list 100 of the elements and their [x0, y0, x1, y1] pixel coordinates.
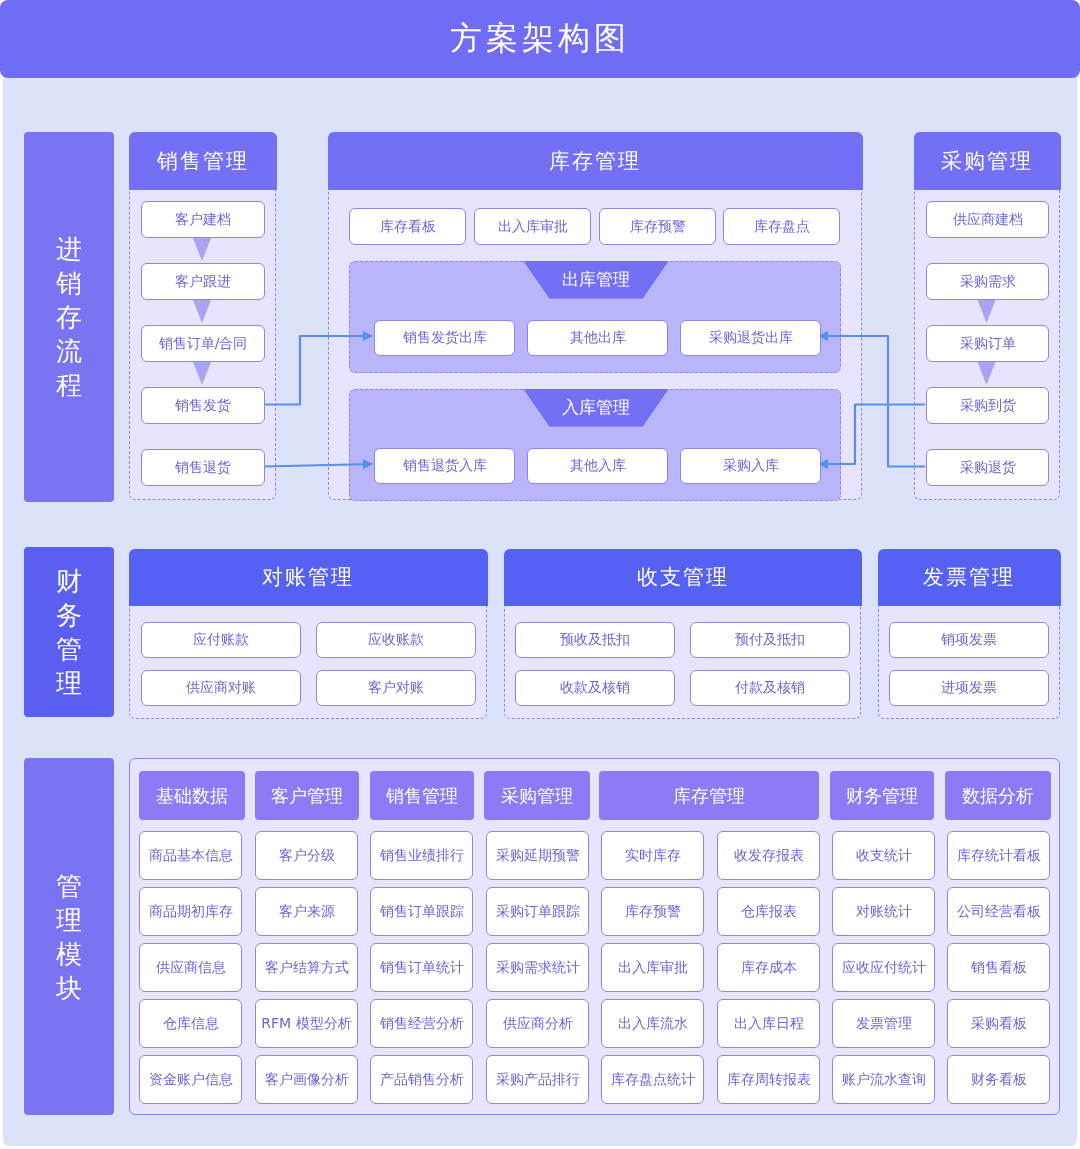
category-tab: 库存管理 [599, 771, 819, 820]
chevron-arrow [193, 238, 211, 261]
item-box: 库存成本 [717, 943, 820, 992]
item-box: 客户结算方式 [255, 943, 358, 992]
arrow [818, 403, 925, 469]
item-box: 库存预警 [601, 887, 704, 936]
item-box: 库存盘点 [723, 208, 840, 245]
item-box: 应收账款 [316, 622, 476, 658]
chevron-arrow [977, 362, 996, 385]
item-box: 销售业绩排行 [370, 831, 473, 880]
item-box: 客户跟进 [141, 263, 265, 300]
item-box: 预收及抵扣 [515, 622, 675, 658]
category-tab: 采购管理 [484, 771, 590, 820]
item-box: 商品基本信息 [139, 831, 242, 880]
item-box: 产品销售分析 [370, 1055, 473, 1104]
band-label: 财务管理 [55, 565, 83, 700]
category-tab: 销售管理 [370, 771, 474, 820]
title-banner: 方案架构图 [0, 0, 1080, 78]
panel-header: 发票管理 [877, 548, 1061, 606]
item-box: RFM 模型分析 [255, 999, 358, 1048]
item-box: 客户对账 [316, 670, 476, 706]
chevron-arrow [193, 362, 211, 385]
arrow [264, 331, 373, 406]
item-box: 供应商分析 [486, 999, 589, 1048]
side-label-band [24, 132, 114, 502]
panel-header: 销售管理 [128, 131, 277, 190]
trapezoid-header: 入库管理 [523, 388, 669, 427]
item-box: 销售经营分析 [370, 999, 473, 1048]
panel-header: 采购管理 [913, 131, 1061, 190]
item-box: 出入库审批 [601, 943, 704, 992]
panel-header: 库存管理 [327, 131, 863, 190]
trapezoid-header: 出库管理 [523, 260, 669, 299]
item-box: 客户来源 [255, 887, 358, 936]
item-box: 采购延期预警 [486, 831, 589, 880]
item-box: 应收应付统计 [832, 943, 935, 992]
item-box: 采购看板 [947, 999, 1050, 1048]
item-box: 销售订单统计 [370, 943, 473, 992]
item-box: 仓库报表 [717, 887, 820, 936]
item-box: 供应商建档 [926, 201, 1049, 238]
item-box: 销售发货 [141, 387, 265, 424]
item-box: 采购退货出库 [680, 320, 821, 356]
dashed-panel [504, 549, 861, 719]
panel-header: 对账管理 [128, 548, 488, 606]
item-box: 销售订单跟踪 [370, 887, 473, 936]
side-label-band [24, 547, 114, 717]
item-box: 采购到货 [926, 387, 1049, 424]
module-panel [129, 758, 1060, 1115]
item-box: 采购产品排行 [486, 1055, 589, 1104]
item-box: 销售发货出库 [374, 320, 515, 356]
dashed-panel [328, 132, 862, 500]
item-box: 实时库存 [601, 831, 704, 880]
item-box: 发票管理 [832, 999, 935, 1048]
item-box: 资金账户信息 [139, 1055, 242, 1104]
item-box: 销售订单/合同 [141, 325, 265, 362]
arrow [263, 459, 373, 470]
item-box: 库存周转报表 [717, 1055, 820, 1104]
panel-header: 收支管理 [503, 548, 862, 606]
item-box: 库存预警 [599, 208, 716, 245]
item-box: 进项发票 [889, 670, 1049, 706]
item-box: 供应商对账 [141, 670, 301, 706]
item-box: 销售退货 [141, 449, 265, 486]
item-box: 出入库流水 [601, 999, 704, 1048]
item-box: 出入库审批 [474, 208, 591, 245]
item-box: 公司经营看板 [947, 887, 1050, 936]
item-box: 出入库日程 [717, 999, 820, 1048]
band-label: 进销存流程 [55, 233, 83, 402]
item-box: 库存统计看板 [947, 831, 1050, 880]
item-box: 客户画像分析 [255, 1055, 358, 1104]
item-box: 其他入库 [527, 448, 668, 484]
dashed-panel [129, 132, 276, 500]
dashed-panel [878, 549, 1060, 719]
item-box: 应付账款 [141, 622, 301, 658]
arrow [818, 331, 925, 468]
item-box: 销售退货入库 [374, 448, 515, 484]
item-box: 其他出库 [527, 320, 668, 356]
dashed-panel [129, 549, 487, 719]
side-label-band [24, 758, 114, 1115]
chevron-arrow [977, 300, 996, 323]
category-tab: 财务管理 [830, 771, 934, 820]
item-box: 仓库信息 [139, 999, 242, 1048]
item-box: 采购入库 [680, 448, 821, 484]
category-tab: 客户管理 [255, 771, 359, 820]
item-box: 采购需求 [926, 263, 1049, 300]
item-box: 采购订单 [926, 325, 1049, 362]
item-box: 对账统计 [832, 887, 935, 936]
item-box: 客户分级 [255, 831, 358, 880]
item-box: 销项发票 [889, 622, 1049, 658]
item-box: 采购订单跟踪 [486, 887, 589, 936]
item-box: 收款及核销 [515, 670, 675, 706]
dashed-subpanel [349, 261, 841, 373]
item-box: 收支统计 [832, 831, 935, 880]
dashed-subpanel [349, 389, 841, 501]
item-box: 库存盘点统计 [601, 1055, 704, 1104]
item-box: 客户建档 [141, 201, 265, 238]
item-box: 收发存报表 [717, 831, 820, 880]
item-box: 采购退货 [926, 449, 1049, 486]
dashed-panel [914, 132, 1060, 500]
item-box: 商品期初库存 [139, 887, 242, 936]
item-box: 供应商信息 [139, 943, 242, 992]
item-box: 库存看板 [349, 208, 466, 245]
